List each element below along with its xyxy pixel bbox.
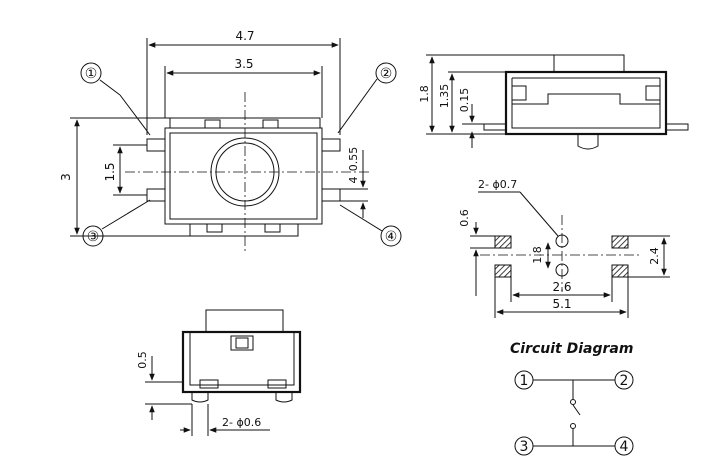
pad-1 (494, 235, 512, 249)
dim-front-height: 0.5 (136, 351, 149, 369)
dim-body-height: 1.35 (438, 84, 451, 109)
plunger-inner (215, 142, 275, 202)
switch-contact-top (570, 399, 576, 405)
circuit-title: Circuit Diagram (510, 341, 633, 357)
dim-total-height: 1.8 (418, 85, 431, 103)
switch-body (164, 127, 323, 225)
circuit-pin-4: 4 (620, 439, 629, 455)
circuit-pin-3: 3 (520, 439, 529, 455)
hole-top (555, 234, 569, 248)
circuit-pin-2: 2 (620, 373, 629, 389)
front-view: 0.5 2- ϕ0.6 (136, 309, 302, 436)
switch-contact-bottom (570, 423, 576, 429)
pin-callout-1: ① (85, 66, 98, 82)
pin-callout-2: ② (380, 66, 393, 82)
circuit-diagram: Circuit Diagram 1 2 3 4 (510, 341, 634, 456)
top-view: 4.7 3.5 3 1.5 0.55 4 ① ② ③ ④ (59, 29, 402, 252)
dim-base: 0.15 (458, 88, 471, 113)
dim-hole-pitch: 1.8 (531, 246, 544, 264)
circuit-pin-1: 1 (520, 373, 529, 389)
dim-height: 3 (59, 173, 73, 181)
dim-pin-width: 0.55 (347, 147, 360, 172)
pin-2-lead (322, 138, 341, 152)
dim-overall-width: 4.7 (235, 29, 254, 43)
dim-body-width: 3.5 (234, 57, 253, 71)
dim-inner-width: 2.6 (552, 280, 571, 294)
pin-callout-3: ③ (87, 229, 100, 245)
dim-pad-size: 0.6 (458, 209, 471, 227)
pad-2 (611, 235, 629, 249)
dim-row-pitch: 2.4 (648, 247, 661, 265)
pcb-footprint: 2- ϕ0.7 0.6 1.8 2.4 2.6 5.1 (458, 178, 670, 318)
pin-4-lead (322, 188, 341, 202)
side-view: 1.8 1.35 0.15 (418, 54, 689, 150)
dim-pin-offset: 4 (347, 177, 360, 184)
hole-label: 2- ϕ0.7 (478, 178, 517, 191)
pad-4 (611, 264, 629, 278)
pin-callout-4: ④ (385, 229, 398, 245)
dim-pin-pitch: 1.5 (103, 162, 117, 181)
front-body (181, 330, 302, 394)
pad-3 (494, 264, 512, 278)
pin-3-lead (146, 188, 165, 202)
pin-1-lead (146, 138, 165, 152)
plunger-outer (210, 137, 280, 207)
dim-peg-label: 2- ϕ0.6 (222, 416, 261, 429)
dim-outer-width: 5.1 (552, 297, 571, 311)
hole-bottom (555, 263, 569, 277)
side-body (504, 70, 668, 136)
switch-blade (572, 404, 581, 416)
